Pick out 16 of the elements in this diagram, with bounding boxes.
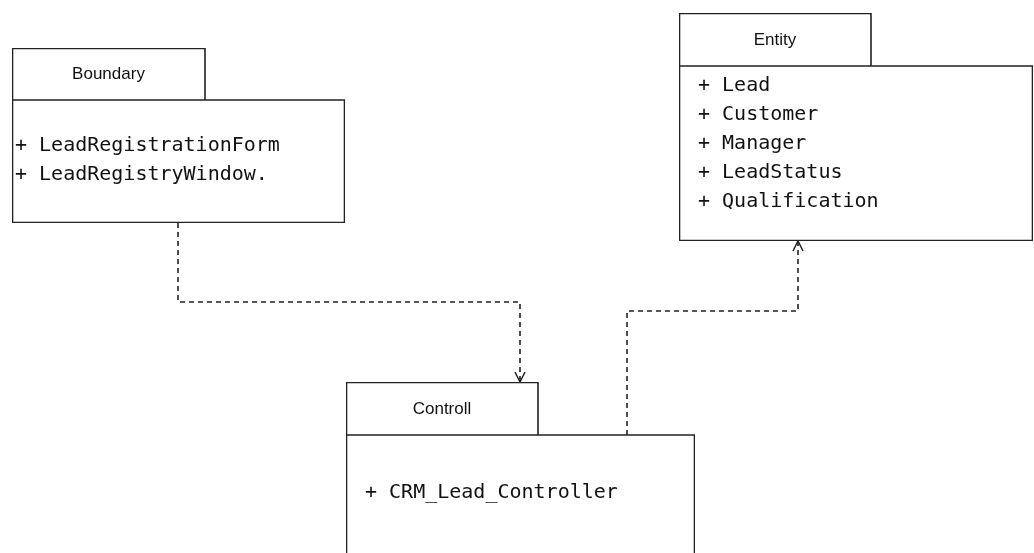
package-shape [679,13,1033,241]
package-shape [346,382,695,553]
package-member: + Lead [698,71,772,98]
package-member: + Manager [698,129,808,156]
package-name: Entity [753,28,797,51]
package-shape [12,48,345,223]
package-member: + Qualification [698,187,879,214]
package-member: + Customer [698,100,820,127]
dependency-arrow [177,222,526,383]
package-member: + CRM_Lead_Controller [365,478,618,505]
package-member: + LeadStatus [698,158,844,185]
package-name: Controll [412,397,472,420]
package-member: + LeadRegistrationForm [15,131,280,158]
package-name: Boundary [72,63,145,86]
dependency-arrow [626,240,804,436]
package-member: + LeadRegistryWindow. [15,160,269,187]
